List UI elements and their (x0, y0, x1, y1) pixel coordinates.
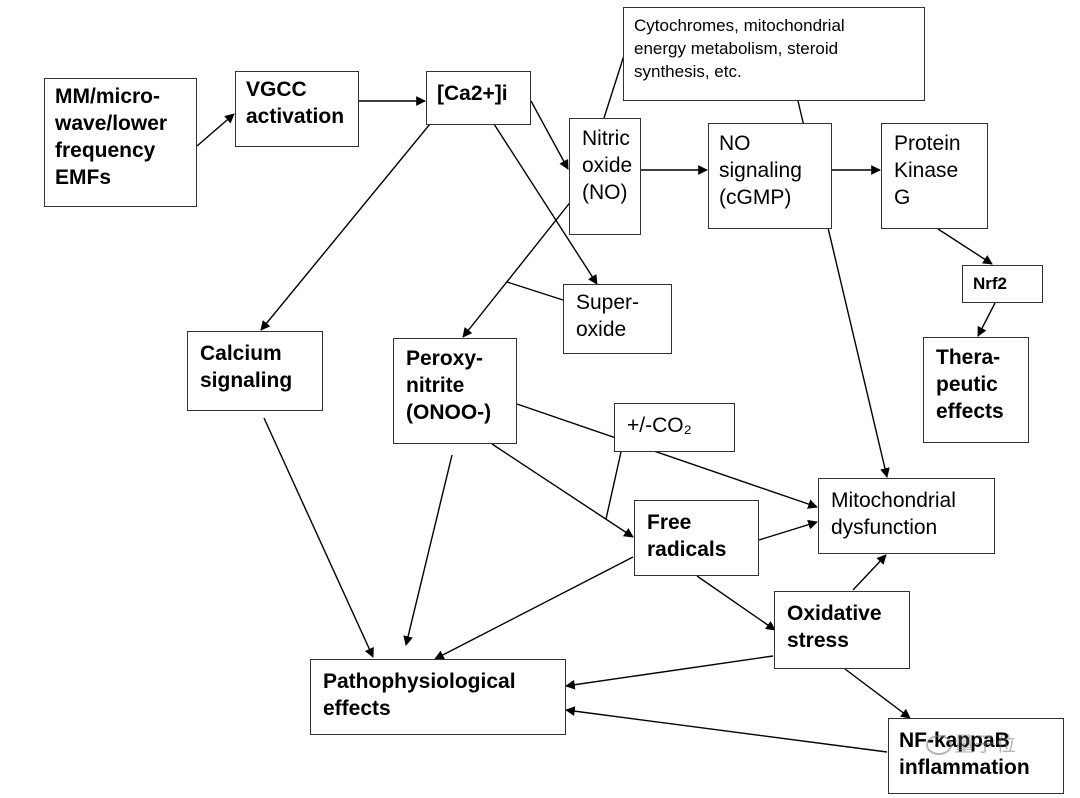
connector-superoxide-tick (506, 281, 564, 301)
node-emf-source: MM/micro- wave/lower frequency EMFs (44, 78, 197, 207)
node-protein-kinase-g: Protein Kinase G (881, 123, 988, 229)
watermark-icon (926, 735, 952, 755)
watermark-text: 量子位 (954, 734, 1017, 756)
node-nrf2: Nrf2 (962, 265, 1043, 303)
edge-ca-no (530, 100, 569, 170)
node-calcium-concentration: [Ca2+]i (426, 71, 531, 125)
edge-ca-superoxide (493, 123, 598, 285)
edge-onoo-mito (516, 403, 818, 509)
edge-free-oxs (696, 575, 776, 631)
node-therapeutic-effects: Thera- peutic effects (923, 337, 1029, 443)
edge-emf-vgcc (196, 113, 235, 147)
edge-free-mito (758, 519, 818, 541)
node-vgcc-activation: VGCC activation (235, 71, 359, 147)
node-nitric-oxide: Nitric oxide (NO) (569, 118, 641, 235)
node-calcium-signaling: Calcium signaling (187, 331, 323, 411)
connector-co2 (605, 451, 622, 520)
edge-oxs-nfkb (844, 668, 911, 719)
edge-nfkb-patho (565, 706, 888, 753)
edge-onoo-patho (403, 454, 453, 646)
node-pathophysiological-effects: Pathophysiological effects (310, 659, 566, 735)
edge-pkg-nrf2 (937, 228, 993, 265)
edge-no-peroxynitrite (462, 199, 573, 338)
node-no-signaling: NO signaling (cGMP) (708, 123, 832, 229)
edge-oxs-patho (565, 655, 774, 690)
node-oxidative-stress: Oxidative stress (774, 591, 910, 669)
node-peroxynitrite: Peroxy- nitrite (ONOO-) (393, 338, 517, 444)
edge-casig-patho (263, 417, 374, 658)
node-superoxide: Super- oxide (563, 284, 672, 354)
node-free-radicals: Free radicals (634, 500, 759, 576)
node-cytochromes: Cytochromes, mitochondrial energy metabo… (623, 7, 925, 101)
node-mitochondrial-dysfunction: Mitochondrial dysfunction (818, 478, 995, 554)
edge-onoo-free (491, 443, 634, 538)
edge-nrf2-therapeutic (977, 302, 996, 337)
edge-oxs-mito (852, 554, 887, 591)
edge-free-patho (434, 556, 634, 660)
node-co2: +/-CO₂ (614, 403, 735, 452)
edge-ca-calcium-signaling (260, 123, 431, 331)
